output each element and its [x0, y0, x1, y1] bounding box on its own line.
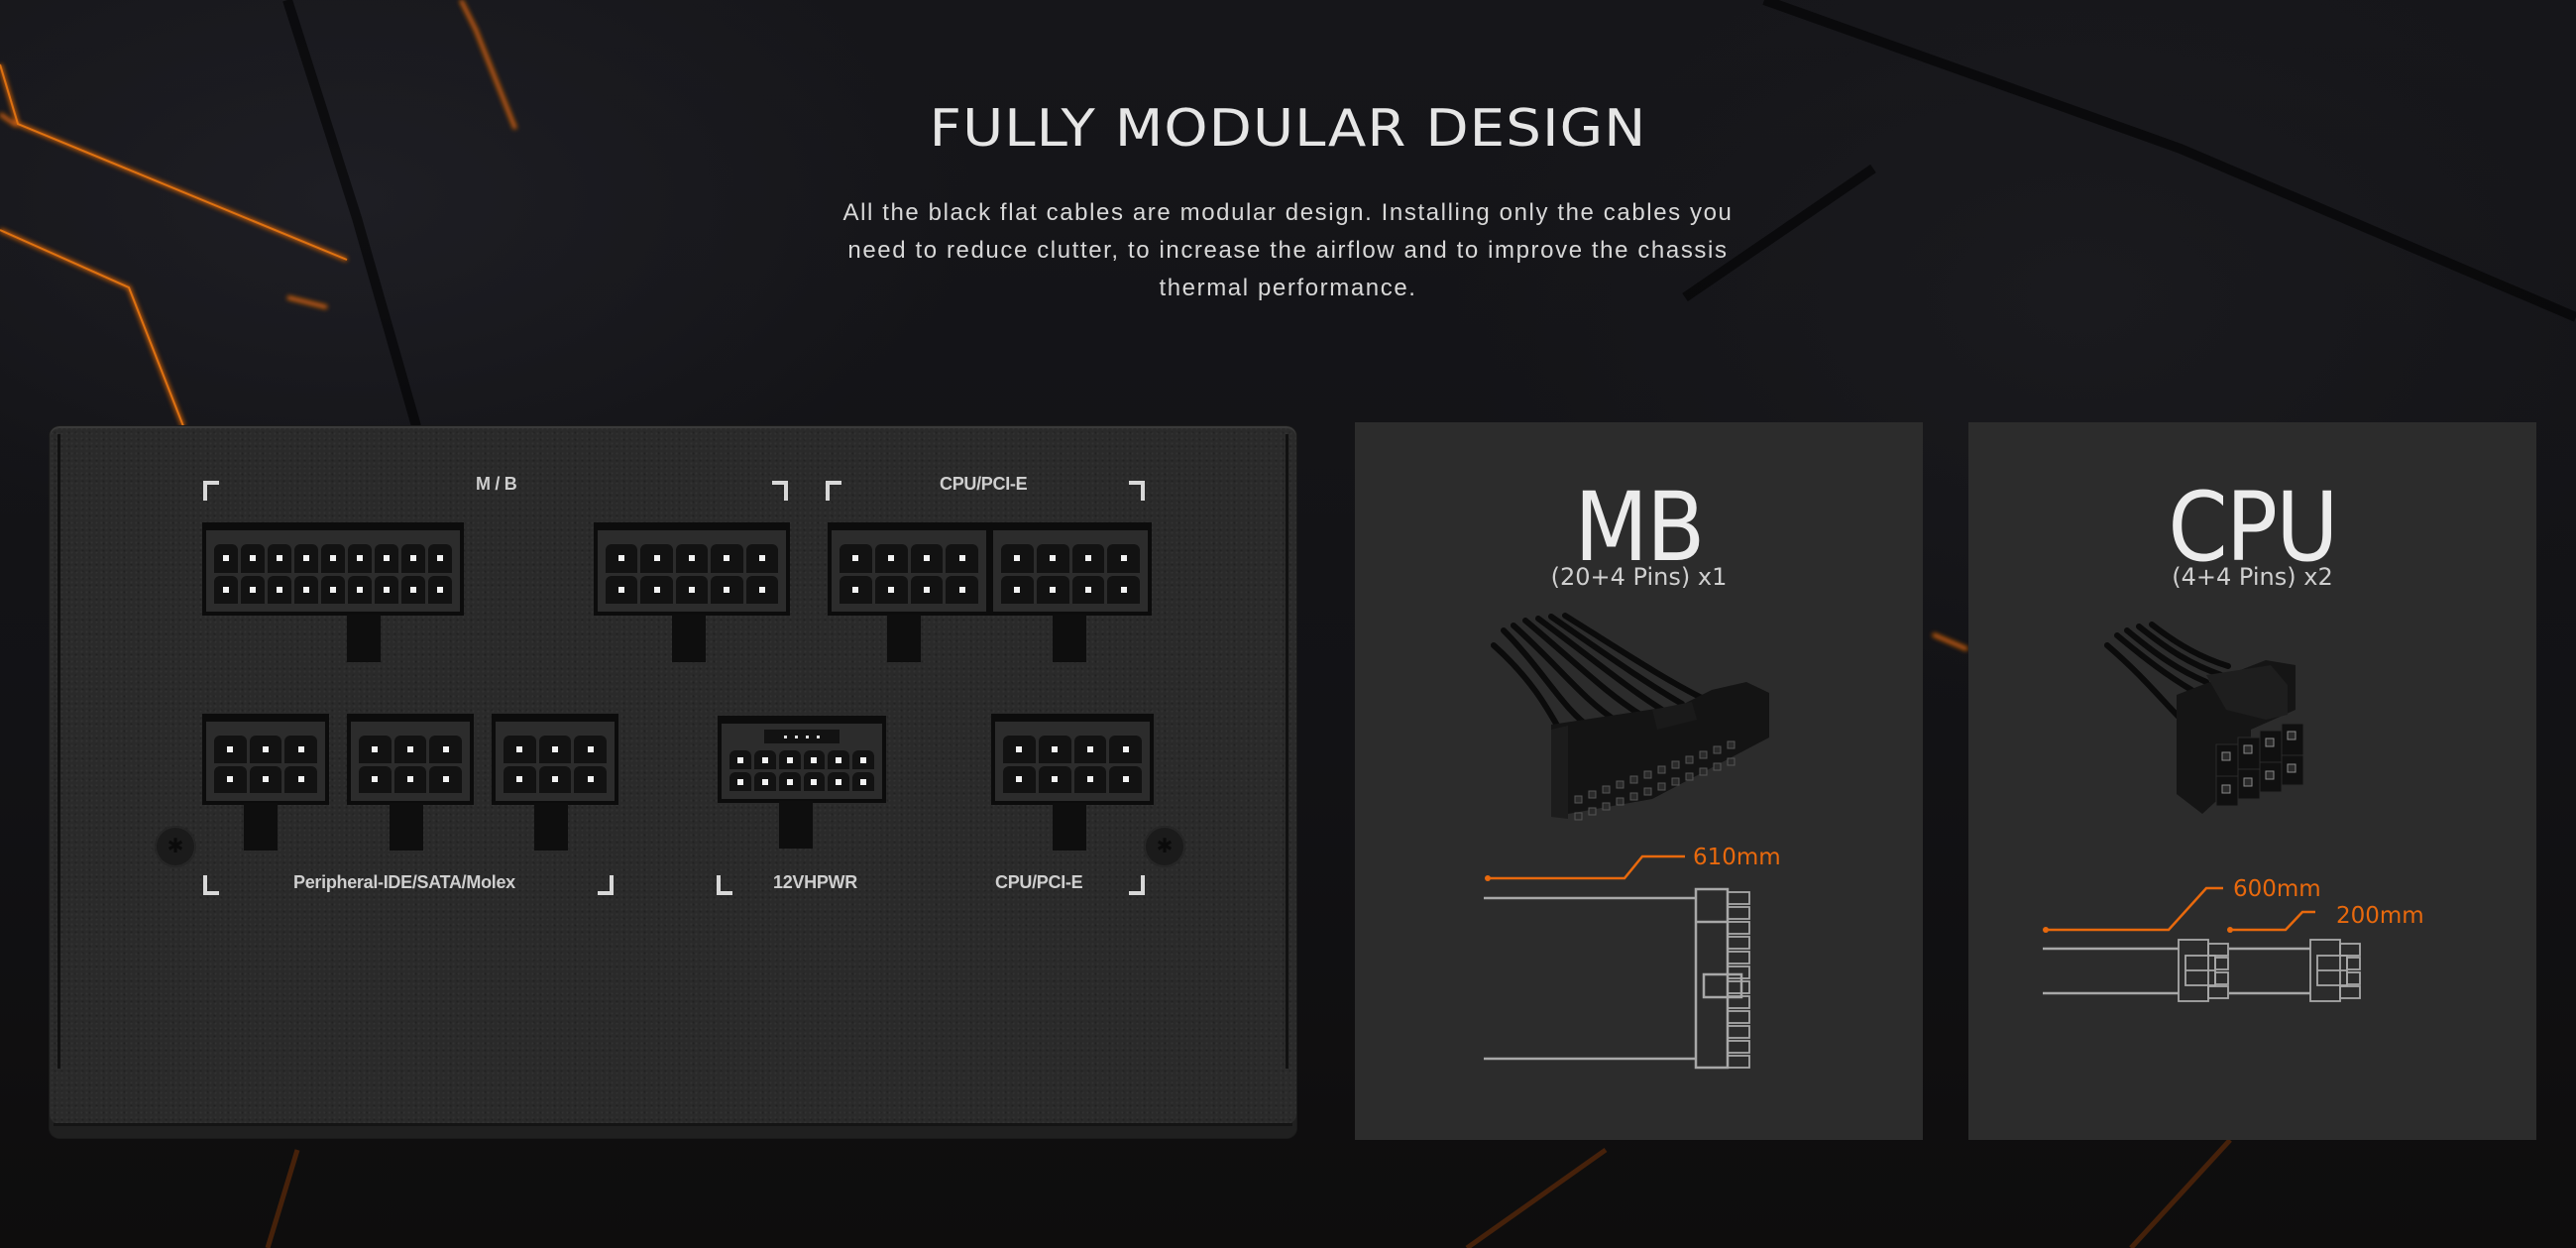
label-peripheral: Peripheral-IDE/SATA/Molex [293, 872, 515, 892]
connector-latch [887, 615, 921, 662]
connector-latch [534, 803, 568, 851]
connector-peripheral-2[interactable] [347, 714, 474, 805]
section-description: All the black flat cables are modular de… [842, 199, 1734, 301]
psu-bottom-edge [54, 1123, 1292, 1126]
connector-latch [1053, 615, 1086, 662]
sense-pins [764, 730, 840, 743]
label-cpu-pcie-top: CPU/PCI-E [940, 474, 1028, 494]
connector-mb-10pin[interactable] [594, 522, 790, 616]
cable-subtitle: (4+4 Pins) x2 [2172, 563, 2333, 591]
cable-length-600: 600mm [2233, 876, 2321, 902]
connector-latch [347, 615, 381, 662]
connector-cpu-pcie-bottom[interactable] [991, 714, 1154, 805]
bracket-corner-icon [203, 481, 219, 501]
cable-subtitle: (20+4 Pins) x1 [1550, 563, 1728, 591]
bracket-corner-icon [598, 875, 614, 895]
psu-left-edge [57, 434, 60, 1069]
cpu-cable-illustration: 600mm 200mm [2043, 622, 2424, 1002]
screw-icon [1144, 826, 1185, 867]
connector-peripheral-3[interactable] [492, 714, 618, 805]
cable-length-200: 200mm [2336, 903, 2424, 929]
psu-modular-panel: M / B CPU/PCI-E [50, 426, 1296, 1138]
connector-latch [1053, 803, 1086, 851]
connector-latch [390, 803, 423, 851]
bracket-corner-icon [1129, 875, 1145, 895]
connector-latch [779, 801, 813, 849]
cable-title: CPU [2168, 472, 2338, 583]
label-mb: M / B [476, 474, 517, 494]
bracket-corner-icon [717, 875, 732, 895]
connector-cpu-pcie-top-2[interactable] [989, 522, 1152, 616]
connector-12vhpwr[interactable] [718, 716, 886, 803]
screw-icon [155, 826, 196, 867]
bracket-corner-icon [826, 481, 841, 501]
bracket-corner-icon [203, 875, 219, 895]
mb-cable-illustration: 610mm [1484, 613, 1781, 1070]
connector-peripheral-1[interactable] [202, 714, 329, 805]
bracket-corner-icon [772, 481, 788, 501]
connector-cpu-pcie-top-1[interactable] [828, 522, 990, 616]
connector-mb-24pin[interactable] [202, 522, 464, 616]
label-cpu-pcie-bottom: CPU/PCI-E [995, 872, 1083, 892]
cable-card-cpu: CPU (4+4 Pins) x2 600 [1968, 422, 2536, 1140]
cable-length-610: 610mm [1693, 845, 1781, 870]
connector-latch [244, 803, 278, 851]
bracket-corner-icon [1129, 481, 1145, 501]
psu-right-edge [1286, 434, 1288, 1069]
section-title: FULLY MODULAR DESIGN [929, 99, 1647, 159]
label-12vhpwr: 12VHPWR [773, 872, 857, 892]
cable-title: MB [1574, 472, 1705, 583]
connector-latch [672, 615, 706, 662]
cable-card-mb: MB (20+4 Pins) x1 [1355, 422, 1923, 1140]
